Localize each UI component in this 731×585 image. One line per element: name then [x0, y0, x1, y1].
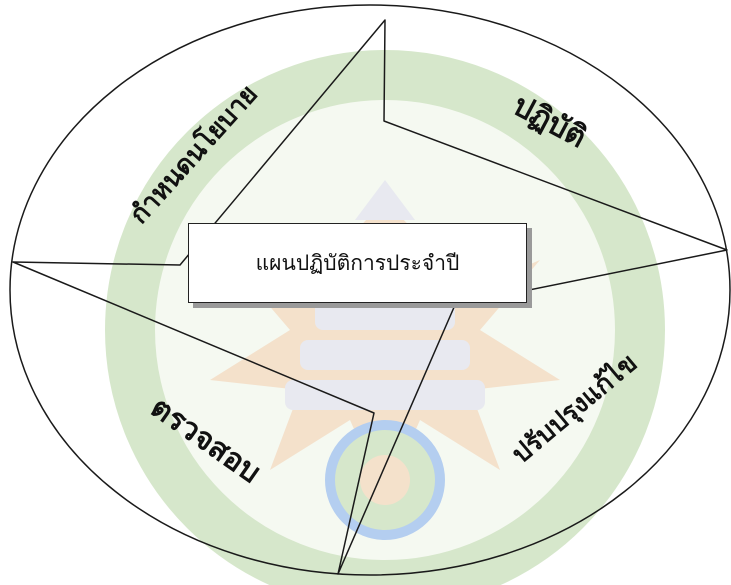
- cycle-star: [12, 19, 728, 575]
- annual-plan-box: แผนปฏิบัติการประจำปี: [188, 223, 527, 303]
- outer-ellipse: [9, 4, 731, 576]
- annual-plan-label: แผนปฏิบัติการประจำปี: [255, 250, 460, 275]
